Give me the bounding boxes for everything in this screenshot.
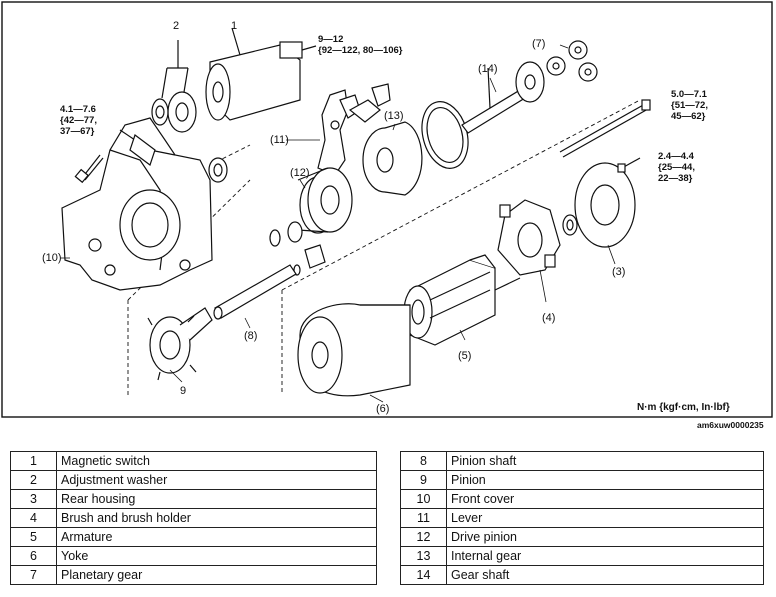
part-name: Yoke — [56, 546, 377, 566]
part-name: Planetary gear — [56, 565, 377, 585]
part-label-10: (10) — [42, 252, 62, 264]
front-cover-drawing — [61, 117, 213, 291]
part-name: Brush and brush holder — [56, 508, 377, 528]
magnetic-switch-drawing — [205, 27, 317, 121]
part-name: Magnetic switch — [56, 451, 377, 471]
part-name: Lever — [446, 508, 764, 528]
part-number: 1 — [10, 451, 57, 471]
part-label-13: (13) — [384, 110, 404, 122]
part-name: Pinion — [446, 470, 764, 490]
part-label-8: (8) — [244, 330, 258, 342]
exploded-view-drawing — [1, 1, 773, 418]
part-name: Gear shaft — [446, 565, 764, 585]
part-label-6: (6) — [376, 403, 390, 415]
torque-units-label: N·m {kgf·cm, In·lbf} — [637, 402, 730, 413]
through-bolt-drawing — [559, 99, 651, 158]
part-number: 9 — [400, 470, 447, 490]
torque-spec-through-bolt: 5.0—7.1 {51—72, 45—62} — [671, 89, 708, 122]
gear-shaft-drawing — [461, 61, 545, 134]
leader-lines — [60, 44, 616, 403]
planetary-gear-drawing — [546, 40, 598, 82]
small-parts-drawing — [208, 83, 391, 183]
part-number: 4 — [10, 508, 57, 528]
part-name: Front cover — [446, 489, 764, 509]
part-name: Drive pinion — [446, 527, 764, 547]
lever-drawing — [317, 89, 361, 176]
part-label-9: 9 — [180, 385, 187, 397]
part-label-12: (12) — [290, 167, 310, 179]
part-name: Rear housing — [56, 489, 377, 509]
part-label-14: (14) — [478, 63, 498, 75]
part-label-3: (3) — [612, 266, 626, 278]
torque-spec-solenoid: 9—12 {92—122, 80—106} — [318, 34, 403, 56]
pinion-drawing — [147, 307, 213, 381]
drive-pinion-drawing — [269, 167, 353, 276]
part-number: 7 — [10, 565, 57, 585]
brush-holder-drawing — [497, 199, 561, 276]
part-label-11: (11) — [270, 134, 289, 146]
exploded-view-diagram: 1 2 (3) (4) (5) (6) (7) (8) 9 (10) (11) … — [1, 1, 773, 430]
part-number: 6 — [10, 546, 57, 566]
part-number: 14 — [400, 565, 447, 585]
figure-frame — [1, 1, 773, 418]
part-label-7: (7) — [532, 38, 546, 50]
internal-gear-drawing — [362, 121, 423, 196]
part-label-1: 1 — [231, 20, 238, 32]
torque-spec-rear-screw: 2.4—4.4 {25—44, 22—38} — [658, 151, 695, 184]
part-number: 5 — [10, 527, 57, 547]
part-number: 8 — [400, 451, 447, 471]
pinion-shaft-drawing — [213, 264, 297, 320]
part-label-5: (5) — [458, 350, 472, 362]
part-name: Armature — [56, 527, 377, 547]
part-name: Internal gear — [446, 546, 764, 566]
part-label-4: (4) — [542, 312, 556, 324]
part-number: 3 — [10, 489, 57, 509]
adjustment-washer-drawing — [151, 40, 197, 133]
figure-id: am6xuw0000235 — [697, 420, 764, 430]
part-number: 13 — [400, 546, 447, 566]
part-number: 11 — [400, 508, 447, 528]
yoke-drawing — [297, 303, 411, 397]
part-label-2: 2 — [173, 20, 180, 32]
gear-cover-drawing — [421, 101, 469, 169]
part-number: 10 — [400, 489, 447, 509]
rear-screw-drawing — [617, 157, 641, 173]
part-name: Pinion shaft — [446, 451, 764, 471]
torque-spec-front-cover: 4.1—7.6 {42—77, 37—67} — [60, 104, 97, 137]
part-number: 2 — [10, 470, 57, 490]
armature-drawing — [403, 254, 521, 346]
part-name: Adjustment washer — [56, 470, 377, 490]
part-number: 12 — [400, 527, 447, 547]
front-cover-bolt-drawing — [74, 154, 104, 184]
rear-housing-drawing — [562, 162, 636, 248]
